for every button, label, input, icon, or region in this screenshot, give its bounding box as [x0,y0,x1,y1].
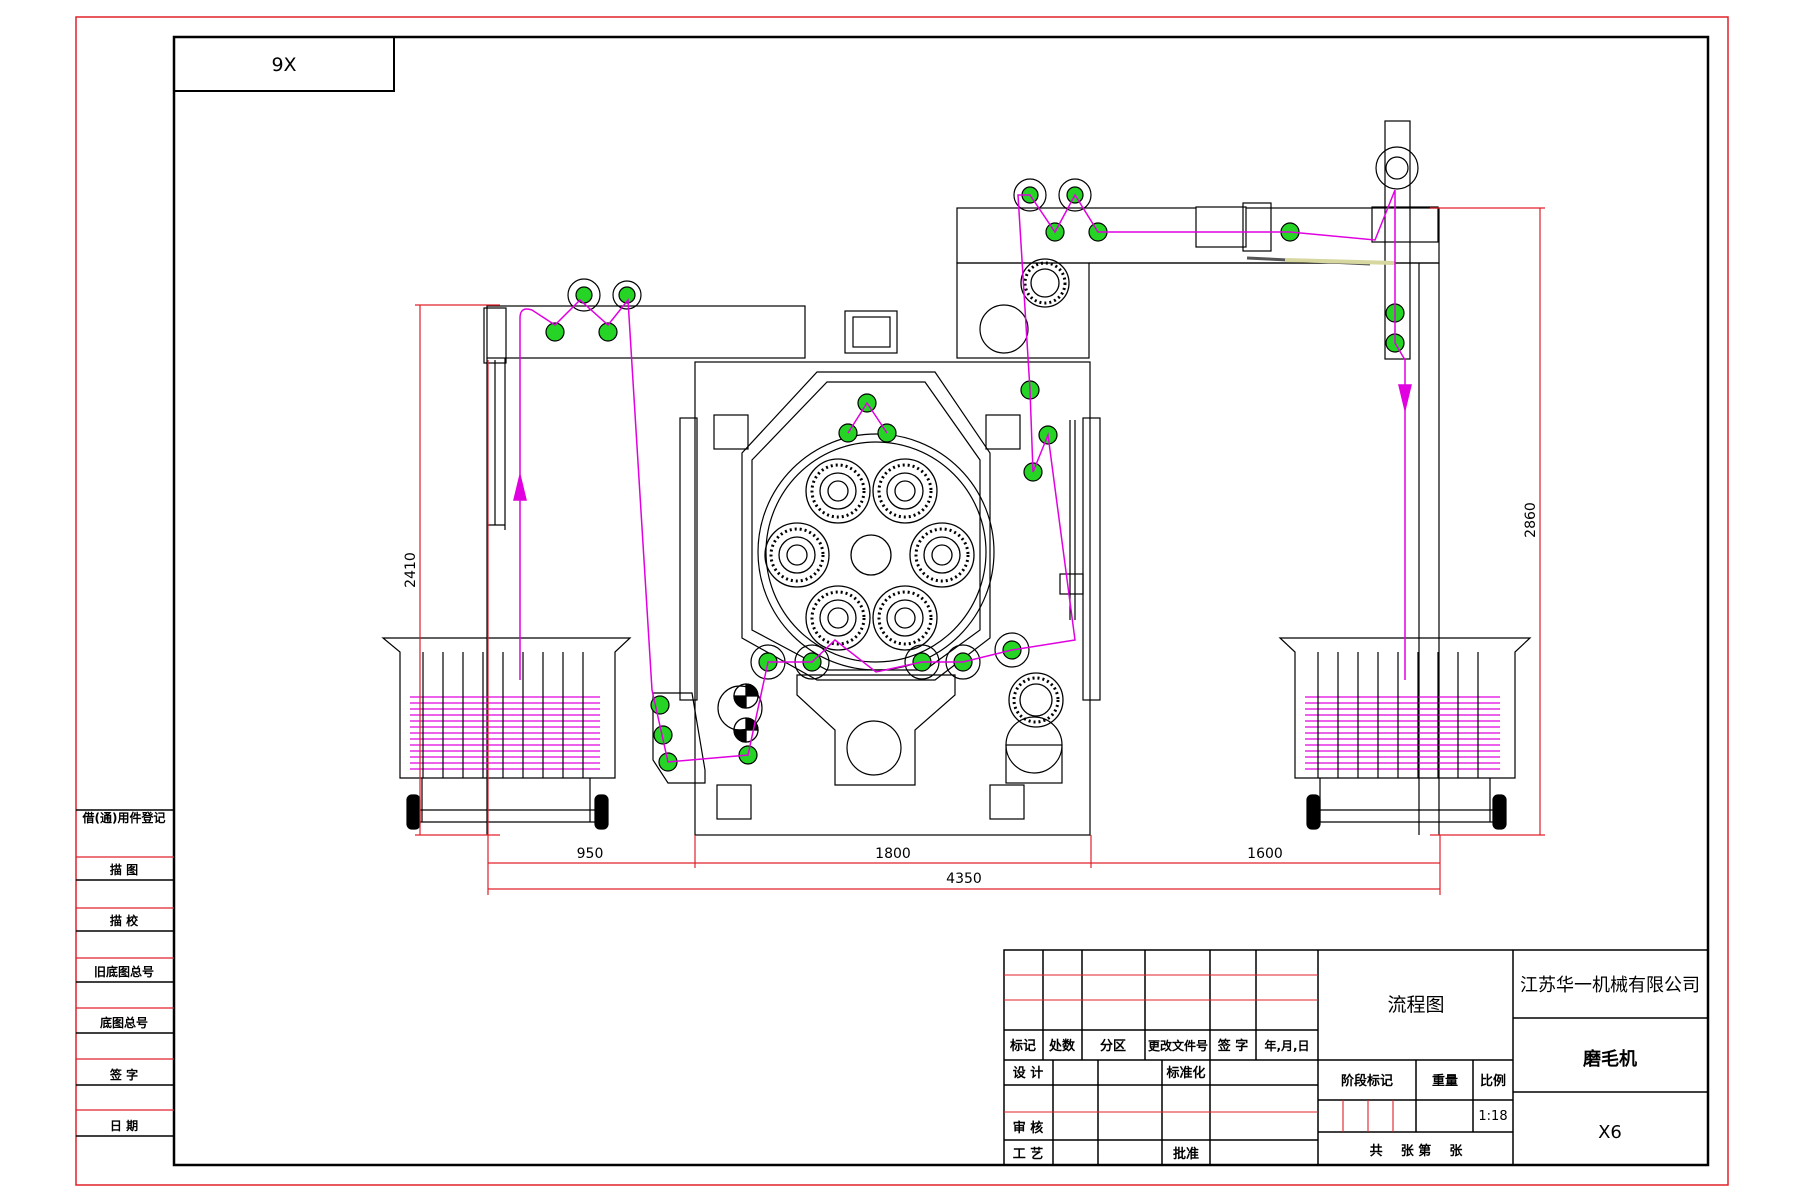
brush-roller-3 [764,522,830,588]
label-review: 审 核 [1013,1120,1044,1136]
machine-structure [483,120,1440,836]
title-block-red-lines [1004,974,1394,1132]
brush-roller-2 [872,458,938,524]
brush-roller-5 [805,585,871,651]
rev-header-zone: 分区 [1100,1038,1126,1054]
label-weight: 重量 [1432,1073,1458,1089]
brush-roller-4 [909,522,975,588]
rev-header-change-doc: 更改文件号 [1148,1038,1208,1053]
brush-roller-1 [805,458,871,524]
drum-hub [850,534,892,576]
label-scale: 比例 [1480,1073,1506,1089]
strip-label-3: 描 校 [110,913,139,928]
label-stage-mark: 阶段标记 [1341,1073,1393,1089]
brush-roller-6 [872,585,938,651]
machine-name: 磨毛机 [1583,1048,1637,1070]
drawing-number: X6 [1598,1122,1622,1143]
drawing-title: 流程图 [1387,994,1444,1016]
rev-header-date: 年,月,日 [1264,1038,1309,1053]
strip-label-4: 旧底图总号 [94,964,154,979]
corner-code: 9X [271,54,296,76]
balance-rollers [733,683,759,743]
dimension-2860: 2860 [1523,502,1539,538]
strip-label-1: 借(通)用件登记 [82,810,166,825]
strip-label-5: 底图总号 [100,1015,148,1030]
left-strip: 借(通)用件登记 描 图 描 校 旧底图总号 底图总号 签 字 日 期 [76,809,174,1137]
strip-label-6: 签 字 [109,1067,138,1082]
scale-value: 1:18 [1478,1109,1507,1124]
title-block [1003,949,1709,1166]
up-arrow [513,474,527,501]
company-name: 江苏华一机械有限公司 [1520,975,1700,996]
right-cart [1278,637,1532,830]
strip-label-2: 描 图 [110,862,138,877]
fabric-path [513,189,1412,763]
label-standardization: 标准化 [1165,1065,1205,1081]
dimension-1800: 1800 [875,846,911,862]
rev-header-mark: 标记 [1009,1038,1036,1054]
rev-header-count: 处数 [1048,1038,1076,1054]
label-approve: 批准 [1173,1146,1199,1162]
guide-rollers [545,178,1405,772]
down-arrow [1398,384,1412,411]
dimension-950: 950 [577,846,604,862]
sheet-count: 共 张 第 张 [1370,1143,1464,1159]
dimension-4350: 4350 [946,871,982,887]
brush-rollers [733,258,1070,743]
side-brush-rollers [1008,258,1070,728]
rev-header-sign: 签 字 [1217,1038,1249,1054]
dimension-1600: 1600 [1247,846,1283,862]
strip-label-7: 日 期 [110,1118,138,1133]
label-process: 工 艺 [1013,1146,1044,1162]
outer-red-frame [75,16,1729,1186]
inner-black-frame [172,35,1710,1167]
left-cart [381,637,632,830]
label-design: 设 计 [1013,1065,1044,1081]
corner-code-box: 9X [173,36,395,92]
dimension-lines [415,207,1545,895]
dimension-2410: 2410 [403,552,419,588]
